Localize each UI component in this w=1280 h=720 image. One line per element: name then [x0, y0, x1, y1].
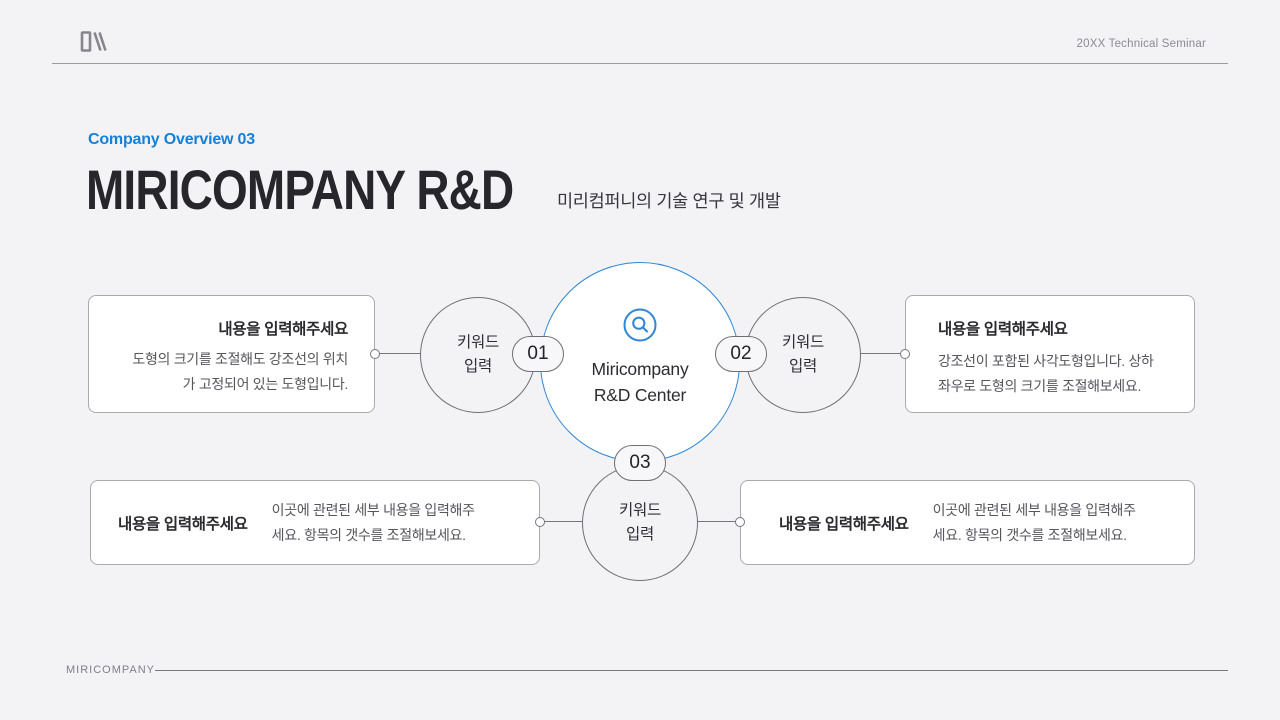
connector-dot [535, 517, 545, 527]
footer-divider [155, 670, 1228, 671]
keyword-node-3: 키워드 입력 [582, 465, 698, 581]
content-box-heading: 내용을 입력해주세요 [779, 515, 909, 533]
content-box-body: 도형의 크기를 조절해도 강조선의 위치 가 고정되어 있는 도형입니다. [107, 347, 348, 397]
miricompany-logo-icon [80, 30, 110, 60]
body-line: 세요. 항목의 갯수를 조절해보세요. [271, 526, 466, 543]
keyword-node-2: 키워드 입력 [745, 297, 861, 413]
footer-brand: MIRICOMPANY [66, 664, 156, 676]
keyword-label: 입력 [789, 358, 817, 375]
connector-bottom-left [540, 521, 583, 522]
number-badge-02: 02 [715, 336, 767, 372]
body-line: 세요. 항목의 갯수를 조절해보세요. [932, 526, 1127, 543]
content-box-heading: 내용을 입력해주세요 [118, 515, 248, 533]
keyword-label: 키워드 [619, 501, 661, 519]
body-line: 좌우로 도형의 크기를 조절해보세요. [938, 378, 1142, 395]
body-line: 강조선이 포함된 사각도형입니다. 상하 [938, 353, 1154, 369]
body-line: 이곳에 관련된 세부 내용을 입력해주 [932, 502, 1136, 518]
content-box-heading: 내용을 입력해주세요 [938, 321, 1068, 338]
connector-bottom-right [697, 521, 740, 522]
connector-dot [370, 349, 380, 359]
number-badge-03: 03 [614, 445, 666, 481]
body-line: 가 고정되어 있는 도형입니다. [182, 376, 349, 393]
event-name: 20XX Technical Seminar [1076, 38, 1206, 50]
body-line: 이곳에 관련된 세부 내용을 입력해주 [271, 502, 475, 518]
content-box-bottom-right: 내용을 입력해주세요 이곳에 관련된 세부 내용을 입력해주 세요. 항목의 갯… [740, 480, 1195, 565]
connector-right [861, 353, 905, 354]
page-subtitle: 미리컴퍼니의 기술 연구 및 개발 [557, 191, 781, 211]
center-node-label: Miricompany R&D Center [592, 357, 689, 409]
center-label-line: R&D Center [593, 385, 687, 405]
center-node: Miricompany R&D Center [540, 262, 740, 462]
content-box-body: 이곳에 관련된 세부 내용을 입력해주 세요. 항목의 갯수를 조절해보세요. [933, 498, 1194, 547]
keyword-label: 키워드 [457, 333, 499, 351]
header-divider [52, 63, 1228, 64]
content-box-body: 강조선이 포함된 사각도형입니다. 상하 좌우로 도형의 크기를 조절해보세요. [938, 349, 1180, 399]
keyword-label: 입력 [626, 526, 654, 543]
content-box-body: 이곳에 관련된 세부 내용을 입력해주 세요. 항목의 갯수를 조절해보세요. [272, 498, 539, 547]
number-badge-01: 01 [512, 336, 564, 372]
keyword-label: 입력 [464, 358, 492, 375]
content-box-heading: 내용을 입력해주세요 [218, 321, 348, 338]
content-box-left: 내용을 입력해주세요 도형의 크기를 조절해도 강조선의 위치 가 고정되어 있… [88, 295, 375, 413]
search-icon [622, 307, 658, 343]
page-title: MIRICOMPANY R&D [86, 158, 514, 221]
content-box-right: 내용을 입력해주세요 강조선이 포함된 사각도형입니다. 상하 좌우로 도형의 … [905, 295, 1195, 413]
body-line: 도형의 크기를 조절해도 강조선의 위치 [132, 351, 348, 367]
connector-dot [735, 517, 745, 527]
content-box-bottom-left: 내용을 입력해주세요 이곳에 관련된 세부 내용을 입력해주 세요. 항목의 갯… [90, 480, 540, 565]
connector-left [375, 353, 421, 354]
connector-dot [900, 349, 910, 359]
section-eyebrow: Company Overview 03 [88, 131, 255, 148]
center-label-line: Miricompany [591, 359, 689, 380]
keyword-label: 키워드 [782, 333, 824, 351]
